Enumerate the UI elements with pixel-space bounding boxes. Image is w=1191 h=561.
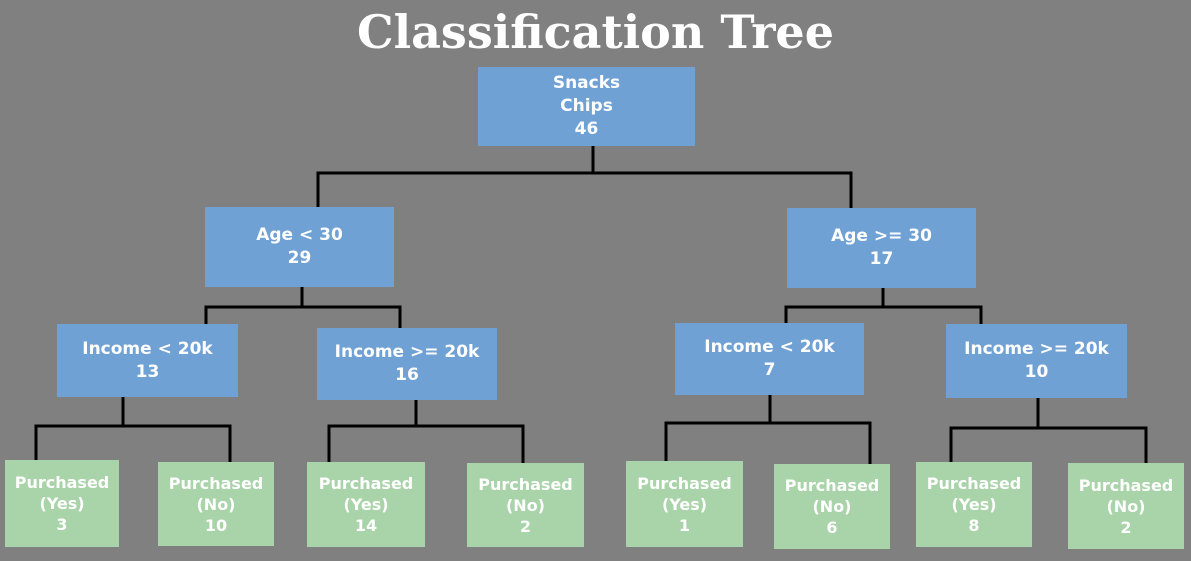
leaf-count: 10 (204, 515, 228, 535)
leaf-node: Purchased (Yes) 14 (307, 462, 425, 547)
node-a-income-lt20k-label: Income < 20k (82, 338, 213, 359)
node-a-income-lt20k-count: 13 (135, 361, 160, 382)
leaf-label: Purchased (14, 473, 110, 492)
leaf-label: Purchased (478, 474, 573, 494)
leaf-label: Purchased (1078, 475, 1174, 495)
node-b-income-lt20k-count: 7 (763, 360, 776, 380)
leaf-node: Purchased (Yes) 1 (626, 461, 743, 547)
node-root-line2: Chips (560, 96, 613, 116)
diagram-title: Classification Tree (357, 5, 834, 59)
node-age-lt30-label: Age < 30 (256, 225, 343, 245)
node-age-ge30-count: 17 (869, 249, 894, 269)
leaf-outcome: (Yes) (39, 494, 85, 513)
node-root-line1: Snacks (552, 73, 621, 93)
leaf-outcome: (No) (1106, 496, 1146, 516)
node-root-count: 46 (574, 119, 599, 139)
node-a-income-ge20k-label: Income >= 20k (334, 342, 480, 362)
leaf-label: Purchased (784, 476, 880, 495)
leaf-node: Purchased (No) 2 (1068, 463, 1184, 549)
node-age-ge30: Age >= 30 17 (787, 208, 976, 288)
leaf-outcome: (Yes) (343, 495, 389, 514)
node-b-income-ge20k-label: Income >= 20k (964, 339, 1109, 359)
leaf-count: 14 (354, 516, 378, 535)
node-age-lt30: Age < 30 29 (205, 207, 394, 287)
leaf-count: 1 (678, 515, 691, 535)
node-root: Snacks Chips 46 (478, 67, 695, 146)
node-b-income-lt20k-label: Income < 20k (704, 337, 835, 357)
leaf-count: 8 (968, 516, 980, 535)
node-b-income-ge20k: Income >= 20k 10 (946, 324, 1127, 398)
leaf-node: Purchased (No) 6 (774, 464, 890, 549)
leaf-count: 6 (826, 518, 838, 537)
edge-b-inc-lt20-children (664, 393, 872, 466)
node-a-income-ge20k-count: 16 (395, 365, 419, 385)
edge-b-inc-ge20-children (949, 396, 1148, 465)
leaf-label: Purchased (926, 474, 1022, 493)
node-b-income-lt20k: Income < 20k 7 (675, 323, 864, 395)
leaf-outcome: (Yes) (661, 494, 708, 514)
node-age-ge30-label: Age >= 30 (831, 226, 932, 246)
leaf-outcome: (No) (812, 497, 852, 516)
leaf-node: Purchased (Yes) 8 (916, 462, 1032, 547)
node-a-income-ge20k: Income >= 20k 16 (317, 328, 497, 400)
node-age-lt30-count: 29 (287, 248, 312, 268)
leaf-label: Purchased (637, 473, 732, 493)
edge-root-children (316, 144, 853, 210)
edge-age-lt30-children (204, 285, 402, 330)
edge-a-inc-ge20-children (327, 398, 525, 465)
leaf-label: Purchased (318, 474, 414, 493)
leaf-node: Purchased (No) 2 (467, 463, 584, 547)
leaf-count: 3 (56, 515, 68, 534)
leaf-count: 2 (519, 516, 532, 536)
leaf-outcome: (Yes) (951, 495, 997, 514)
leaf-label: Purchased (168, 473, 264, 493)
edge-age-ge30-children (784, 286, 983, 326)
leaf-count: 2 (1120, 517, 1132, 537)
node-a-income-lt20k: Income < 20k 13 (57, 324, 238, 397)
leaf-node: Purchased (Yes) 3 (5, 460, 119, 547)
node-b-income-ge20k-count: 10 (1024, 362, 1049, 382)
edge-a-inc-lt20-children (34, 395, 232, 464)
leaf-node: Purchased (No) 10 (158, 462, 274, 546)
leaf-outcome: (No) (505, 495, 545, 515)
leaf-outcome: (No) (196, 494, 236, 514)
